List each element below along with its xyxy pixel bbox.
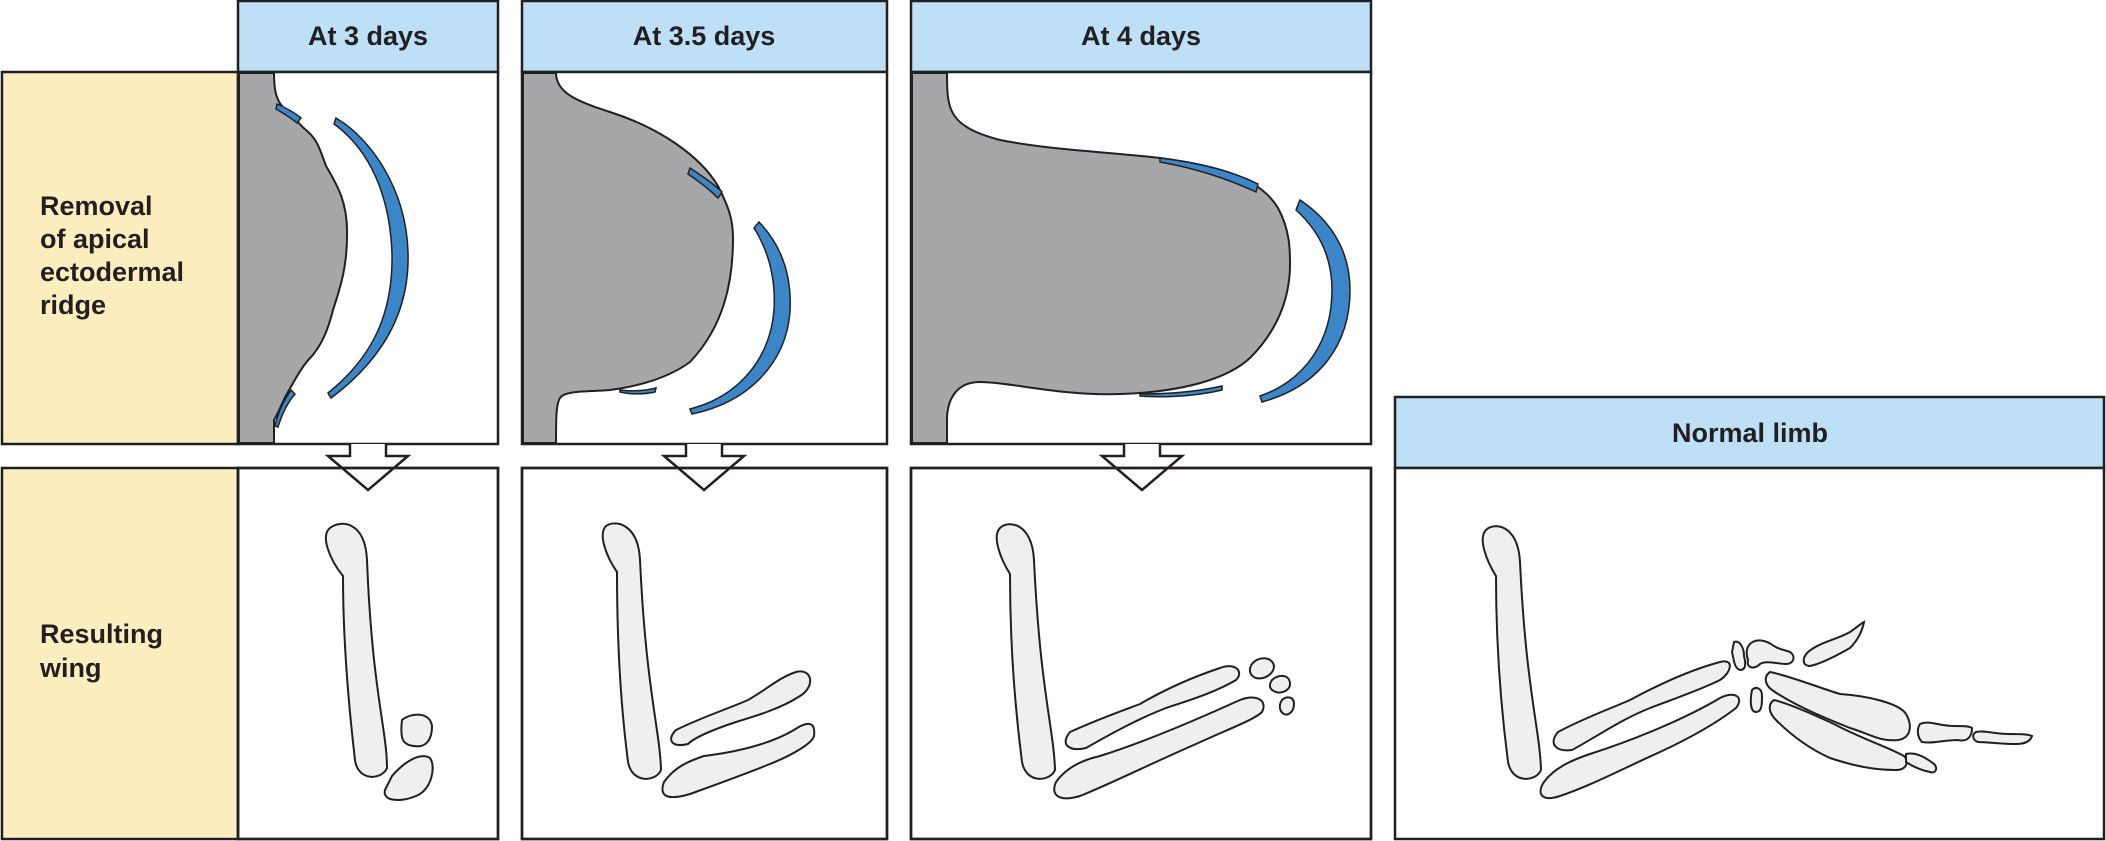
apical-ridge-remnant-3-5-days-top (687, 166, 723, 200)
carpal-normal-3 (1802, 620, 1866, 668)
row-label-box-removal (0, 70, 240, 446)
phalanx-normal-2 (1972, 730, 2034, 746)
humerus-4-days (995, 523, 1057, 780)
bone-fragment-3-days-1 (400, 713, 434, 748)
radius-4-days (1064, 665, 1241, 750)
humerus-3-5-days (601, 522, 663, 780)
result-panel-3-days-border (236, 466, 500, 841)
result-panel-3-5-days-border (520, 466, 889, 841)
ulna-normal (1539, 693, 1741, 800)
ulna-3-5-days (661, 723, 816, 799)
apical-ridge-remnant-4-days-bottom (1139, 385, 1223, 398)
column-header-box-3-days (236, 0, 500, 74)
row-label-removal: Removal of apical ectodermal ridge (40, 191, 192, 320)
row-label-box-result (0, 466, 240, 841)
metacarpal-normal-3 (1768, 698, 1908, 772)
metacarpal-normal-1 (1749, 687, 1764, 714)
result-panel-4-days (909, 466, 1373, 841)
column-header-3-days: At 3 days (308, 21, 428, 51)
wrist-element-4-days-3 (1278, 696, 1296, 716)
metacarpal-normal-2 (1764, 670, 1911, 742)
removed-apical-ridge-3-5-days (688, 220, 791, 415)
phalanx-normal-3 (1905, 752, 1938, 774)
ulna-4-days (1053, 696, 1265, 800)
bone-fragment-3-days-2 (383, 755, 434, 801)
phalanx-normal-1 (1916, 721, 1974, 744)
column-header-normal-limb: Normal limb (1672, 418, 1828, 448)
column-header-3-5-days: At 3.5 days (633, 21, 776, 51)
row-label-removal-line-2: of apical (40, 224, 150, 254)
carpal-normal-2 (1745, 639, 1795, 669)
apical-ridge-remnant-3-days-bottom (274, 388, 297, 428)
apical-ridge-remnant-4-days-top (1159, 157, 1259, 194)
apical-ridge-remnant-3-days-top (275, 102, 303, 125)
result-panel-4-days-border (909, 466, 1373, 841)
removed-apical-ridge-4-days (1259, 198, 1351, 403)
limb-bud-3-5-days (522, 72, 735, 444)
row-label-result: Resulting wing (39, 619, 171, 683)
column-header-box-normal-limb (1393, 395, 2106, 470)
column-header-box-4-days (909, 0, 1373, 74)
carpal-normal-1 (1730, 640, 1747, 672)
radius-3-5-days (670, 670, 811, 746)
row-label-result-line-1: Resulting (40, 619, 163, 649)
apical-ridge-remnant-3-5-days-bottom (619, 386, 658, 395)
radius-normal (1552, 660, 1731, 752)
row-label-result-line-2: wing (39, 653, 102, 683)
row-label-removal-line-3: ectodermal (40, 257, 184, 287)
row-label-removal-line-4: ridge (40, 290, 106, 320)
humerus-normal (1481, 525, 1543, 780)
wrist-element-4-days-1 (1248, 657, 1276, 680)
removed-apical-ridge-3-days (327, 116, 409, 400)
row-label-removal-line-1: Removal (40, 191, 153, 221)
humerus-3-days (324, 522, 389, 778)
column-header-4-days: At 4 days (1081, 21, 1201, 51)
wrist-element-4-days-2 (1268, 674, 1292, 694)
